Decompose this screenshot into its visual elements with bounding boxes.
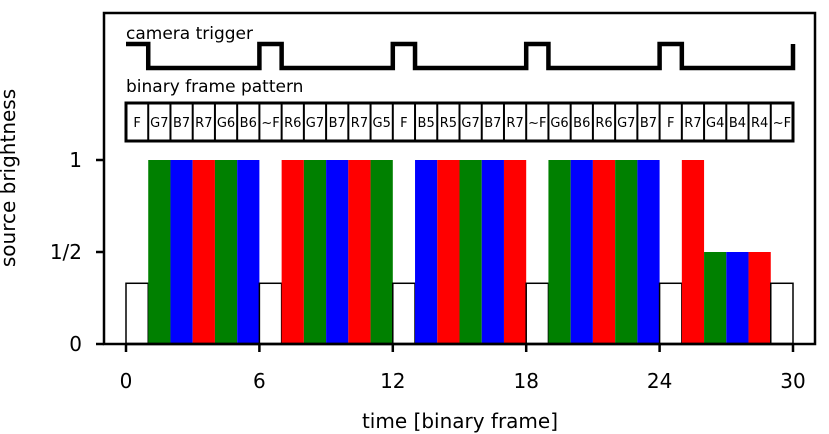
pattern-cell-label: R7 [351,116,368,131]
bar-26-G4 [704,252,727,344]
pattern-cell-label: G7 [461,116,479,131]
pattern-cell-label: G7 [306,116,324,131]
pattern-cell-label: G7 [150,116,168,131]
pattern-cell-label: R7 [195,116,212,131]
camera-trigger-label: camera trigger [126,24,253,44]
pattern-cell-label: B6 [573,116,590,131]
pattern-cell-label: G6 [217,116,235,131]
bar-5-B6 [237,160,260,344]
bar-22-G7 [615,160,638,344]
pattern-cell-label: G7 [617,116,635,131]
bar-21-R6 [592,160,616,344]
bar-7-R6 [281,160,304,344]
y-tick-label: 1 [69,148,82,172]
bar-6-not-F [258,282,283,345]
x-tick-label: 24 [647,369,672,393]
bar-3-R7 [192,160,215,344]
pattern-cell-label: ~F [773,116,791,131]
bar-12-F [392,282,416,345]
bar-16-B7 [481,160,504,344]
bar-24-F [658,282,683,345]
bar-28-R4 [748,252,771,344]
bars-layer [125,160,794,345]
pattern-cell-label: B6 [240,116,257,131]
bar-14-R5 [437,160,460,344]
pattern-cell-label: B7 [329,116,346,131]
pattern-cell-label: G6 [550,116,568,131]
bar-10-R7 [348,160,371,344]
pattern-cell-label: B7 [484,116,501,131]
pattern-cell-label: R4 [751,116,768,131]
pattern-cell-label: R5 [440,116,457,131]
x-tick-label: 6 [253,369,266,393]
bar-25-R7 [681,160,705,344]
bar-17-R7 [503,160,527,344]
pattern-cell-label: B5 [418,116,435,131]
pattern-cell-label: G4 [706,116,724,131]
x-axis-label: time [binary frame] [362,409,558,433]
bar-15-G7 [459,160,482,344]
pattern-cell-label: R7 [684,116,701,131]
pattern-cell-label: B4 [729,116,746,131]
y-axis-label: source brightness [0,89,20,267]
x-axis: 0 6 12 18 24 30 [120,342,806,393]
bar-23-B7 [637,160,660,344]
bar-1-G7 [148,160,171,344]
bar-20-B6 [570,160,593,344]
bar-9-B7 [326,160,349,344]
pattern-cell-label: R6 [595,116,612,131]
binary-frame-pattern-label: binary frame pattern [126,77,303,97]
bar-8-G7 [303,160,327,344]
bar-0-F [125,282,149,345]
y-tick-label: 0 [69,332,82,356]
pattern-cell-label: ~F [261,116,279,131]
bar-13-B5 [415,160,438,344]
bar-11-G5 [370,160,393,344]
x-tick-label: 0 [120,369,133,393]
pattern-cell-label: F [667,116,674,131]
x-tick-label: 18 [513,369,538,393]
y-tick-label: 1/2 [50,240,82,264]
pattern-cell-label: B7 [173,116,190,131]
x-tick-label: 12 [380,369,405,393]
y-axis: 0 1/2 1 [50,148,104,356]
bar-2-B7 [170,160,193,344]
bar-27-B4 [726,252,749,344]
pattern-cell-label: R7 [506,116,523,131]
pattern-cell-label: F [133,116,140,131]
bar-18-not-F [525,282,550,345]
bar-4-G6 [214,160,238,344]
bar-19-G6 [548,160,571,344]
bar-29-not-F [770,282,794,345]
camera-trigger-signal [126,41,796,71]
pattern-cell-label: F [400,116,407,131]
pattern-cell-label: ~F [528,116,546,131]
x-tick-label: 30 [780,369,805,393]
pattern-cell-label: B7 [640,116,657,131]
pattern-cell-label: G5 [373,116,391,131]
pattern-cell-label: R6 [284,116,301,131]
binary-frame-pattern-strip: F G7 B7 R7 G6 B6 ~F R6 G7 B7 R7 G5 F B5 R5 G7 B7 R7 ~F G6 B6… [124,101,795,143]
